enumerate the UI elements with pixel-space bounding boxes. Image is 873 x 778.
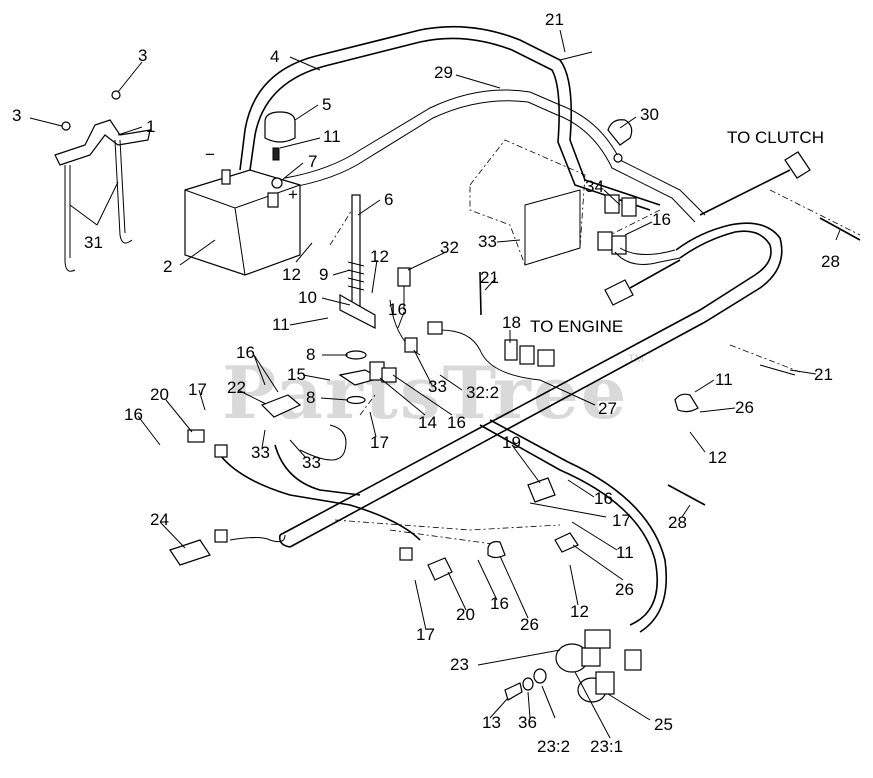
callout-22: 22 [227, 378, 246, 397]
ignition-switch-assembly [504, 629, 642, 701]
callout-32-2: 32:2 [466, 383, 499, 402]
callout-34: 34 [585, 177, 604, 196]
callout-21: 21 [814, 365, 833, 384]
callout-20: 20 [456, 605, 475, 624]
callout-25: 25 [654, 715, 673, 734]
callout-17: 17 [188, 380, 207, 399]
callout-15: 15 [287, 365, 306, 384]
callout-3: 3 [138, 46, 147, 65]
callout-28: 28 [668, 513, 687, 532]
callout-29: 29 [434, 63, 453, 82]
battery-negative-symbol: − [205, 145, 215, 164]
callout-5: 5 [322, 95, 331, 114]
callout-12: 12 [708, 448, 727, 467]
callout-17: 17 [370, 433, 389, 452]
callout-32: 32 [440, 238, 459, 257]
callout-26: 26 [615, 580, 634, 599]
callout-12: 12 [282, 265, 301, 284]
callout-11: 11 [715, 370, 733, 389]
module-22 [260, 361, 397, 418]
upper-harness-4 [239, 25, 661, 211]
callout-16: 16 [652, 210, 671, 229]
sensor-30 [607, 119, 633, 163]
callout-17: 17 [416, 625, 435, 644]
mounting-bracket-panel [469, 139, 586, 266]
switch-18 [504, 339, 555, 367]
callout-8: 8 [306, 388, 315, 407]
callout-26: 26 [735, 398, 754, 417]
callout-20: 20 [150, 385, 169, 404]
plug-24 [169, 529, 228, 566]
leader-lines [29, 29, 841, 739]
callout-30: 30 [640, 105, 659, 124]
caption-to-clutch: TO CLUTCH [727, 128, 824, 147]
callout-19: 19 [502, 433, 521, 452]
callout-16: 16 [594, 489, 613, 508]
callout-10: 10 [298, 288, 317, 307]
callout-11: 11 [272, 315, 290, 334]
reference-dash-lines [329, 189, 861, 546]
callout-labels: 3 3 1 31 4 5 11 7 2 12 6 12 9 10 11 21 2… [12, 10, 840, 756]
callout-31: 31 [84, 233, 103, 252]
callout-33: 33 [302, 453, 321, 472]
watermark-text: PartsTree [222, 350, 628, 435]
connector-32 [397, 267, 443, 353]
callout-11: 11 [616, 543, 634, 562]
caption-to-engine: TO ENGINE [530, 317, 623, 336]
callout-23: 23 [450, 655, 469, 674]
callout-8: 8 [306, 345, 315, 364]
main-harness-tube [278, 222, 783, 548]
callout-11: 11 [323, 127, 341, 146]
callout-23-1: 23:1 [590, 737, 623, 756]
callout-33: 33 [478, 232, 497, 251]
terminal-cover [264, 111, 296, 189]
callout-6: 6 [384, 190, 393, 209]
callout-18: 18 [502, 313, 521, 332]
callout-12: 12 [570, 602, 589, 621]
clamps-26 [487, 393, 699, 559]
relays [597, 194, 681, 265]
callout-33: 33 [251, 443, 270, 462]
callout-26: 26 [520, 615, 539, 634]
callout-16: 16 [388, 300, 407, 319]
callout-9: 9 [319, 265, 328, 284]
callout-16: 16 [124, 405, 143, 424]
solenoid-rod-assembly [338, 194, 382, 405]
callout-16: 16 [490, 594, 509, 613]
upper-harness-29 [284, 89, 706, 223]
callout-16: 16 [236, 343, 255, 362]
callout-27: 27 [598, 399, 617, 418]
callout-16: 16 [447, 413, 466, 432]
callout-21: 21 [480, 268, 499, 287]
callout-4: 4 [270, 47, 279, 66]
callout-23-2: 23:2 [537, 737, 570, 756]
cable-ties [479, 51, 861, 506]
callout-28: 28 [821, 252, 840, 271]
callout-36: 36 [518, 713, 537, 732]
callout-1: 1 [146, 117, 155, 136]
callout-24: 24 [150, 510, 169, 529]
connector-20-lower [399, 547, 453, 581]
clutch-connector [699, 151, 811, 216]
battery: − + [184, 145, 301, 276]
battery-positive-symbol: + [288, 185, 298, 204]
connector-20-upper [187, 429, 228, 458]
switch-25 [577, 671, 615, 703]
callout-17: 17 [612, 511, 631, 530]
engine-connector [604, 259, 681, 306]
battery-holddown-bracket [54, 90, 151, 272]
callout-21: 21 [545, 10, 564, 29]
callout-33: 33 [428, 377, 447, 396]
callout-12: 12 [370, 247, 389, 266]
callout-7: 7 [308, 152, 317, 171]
callout-14: 14 [418, 413, 437, 432]
callout-13: 13 [482, 713, 501, 732]
callout-3: 3 [12, 106, 21, 125]
switch-19 [527, 477, 556, 503]
callout-2: 2 [163, 257, 172, 276]
